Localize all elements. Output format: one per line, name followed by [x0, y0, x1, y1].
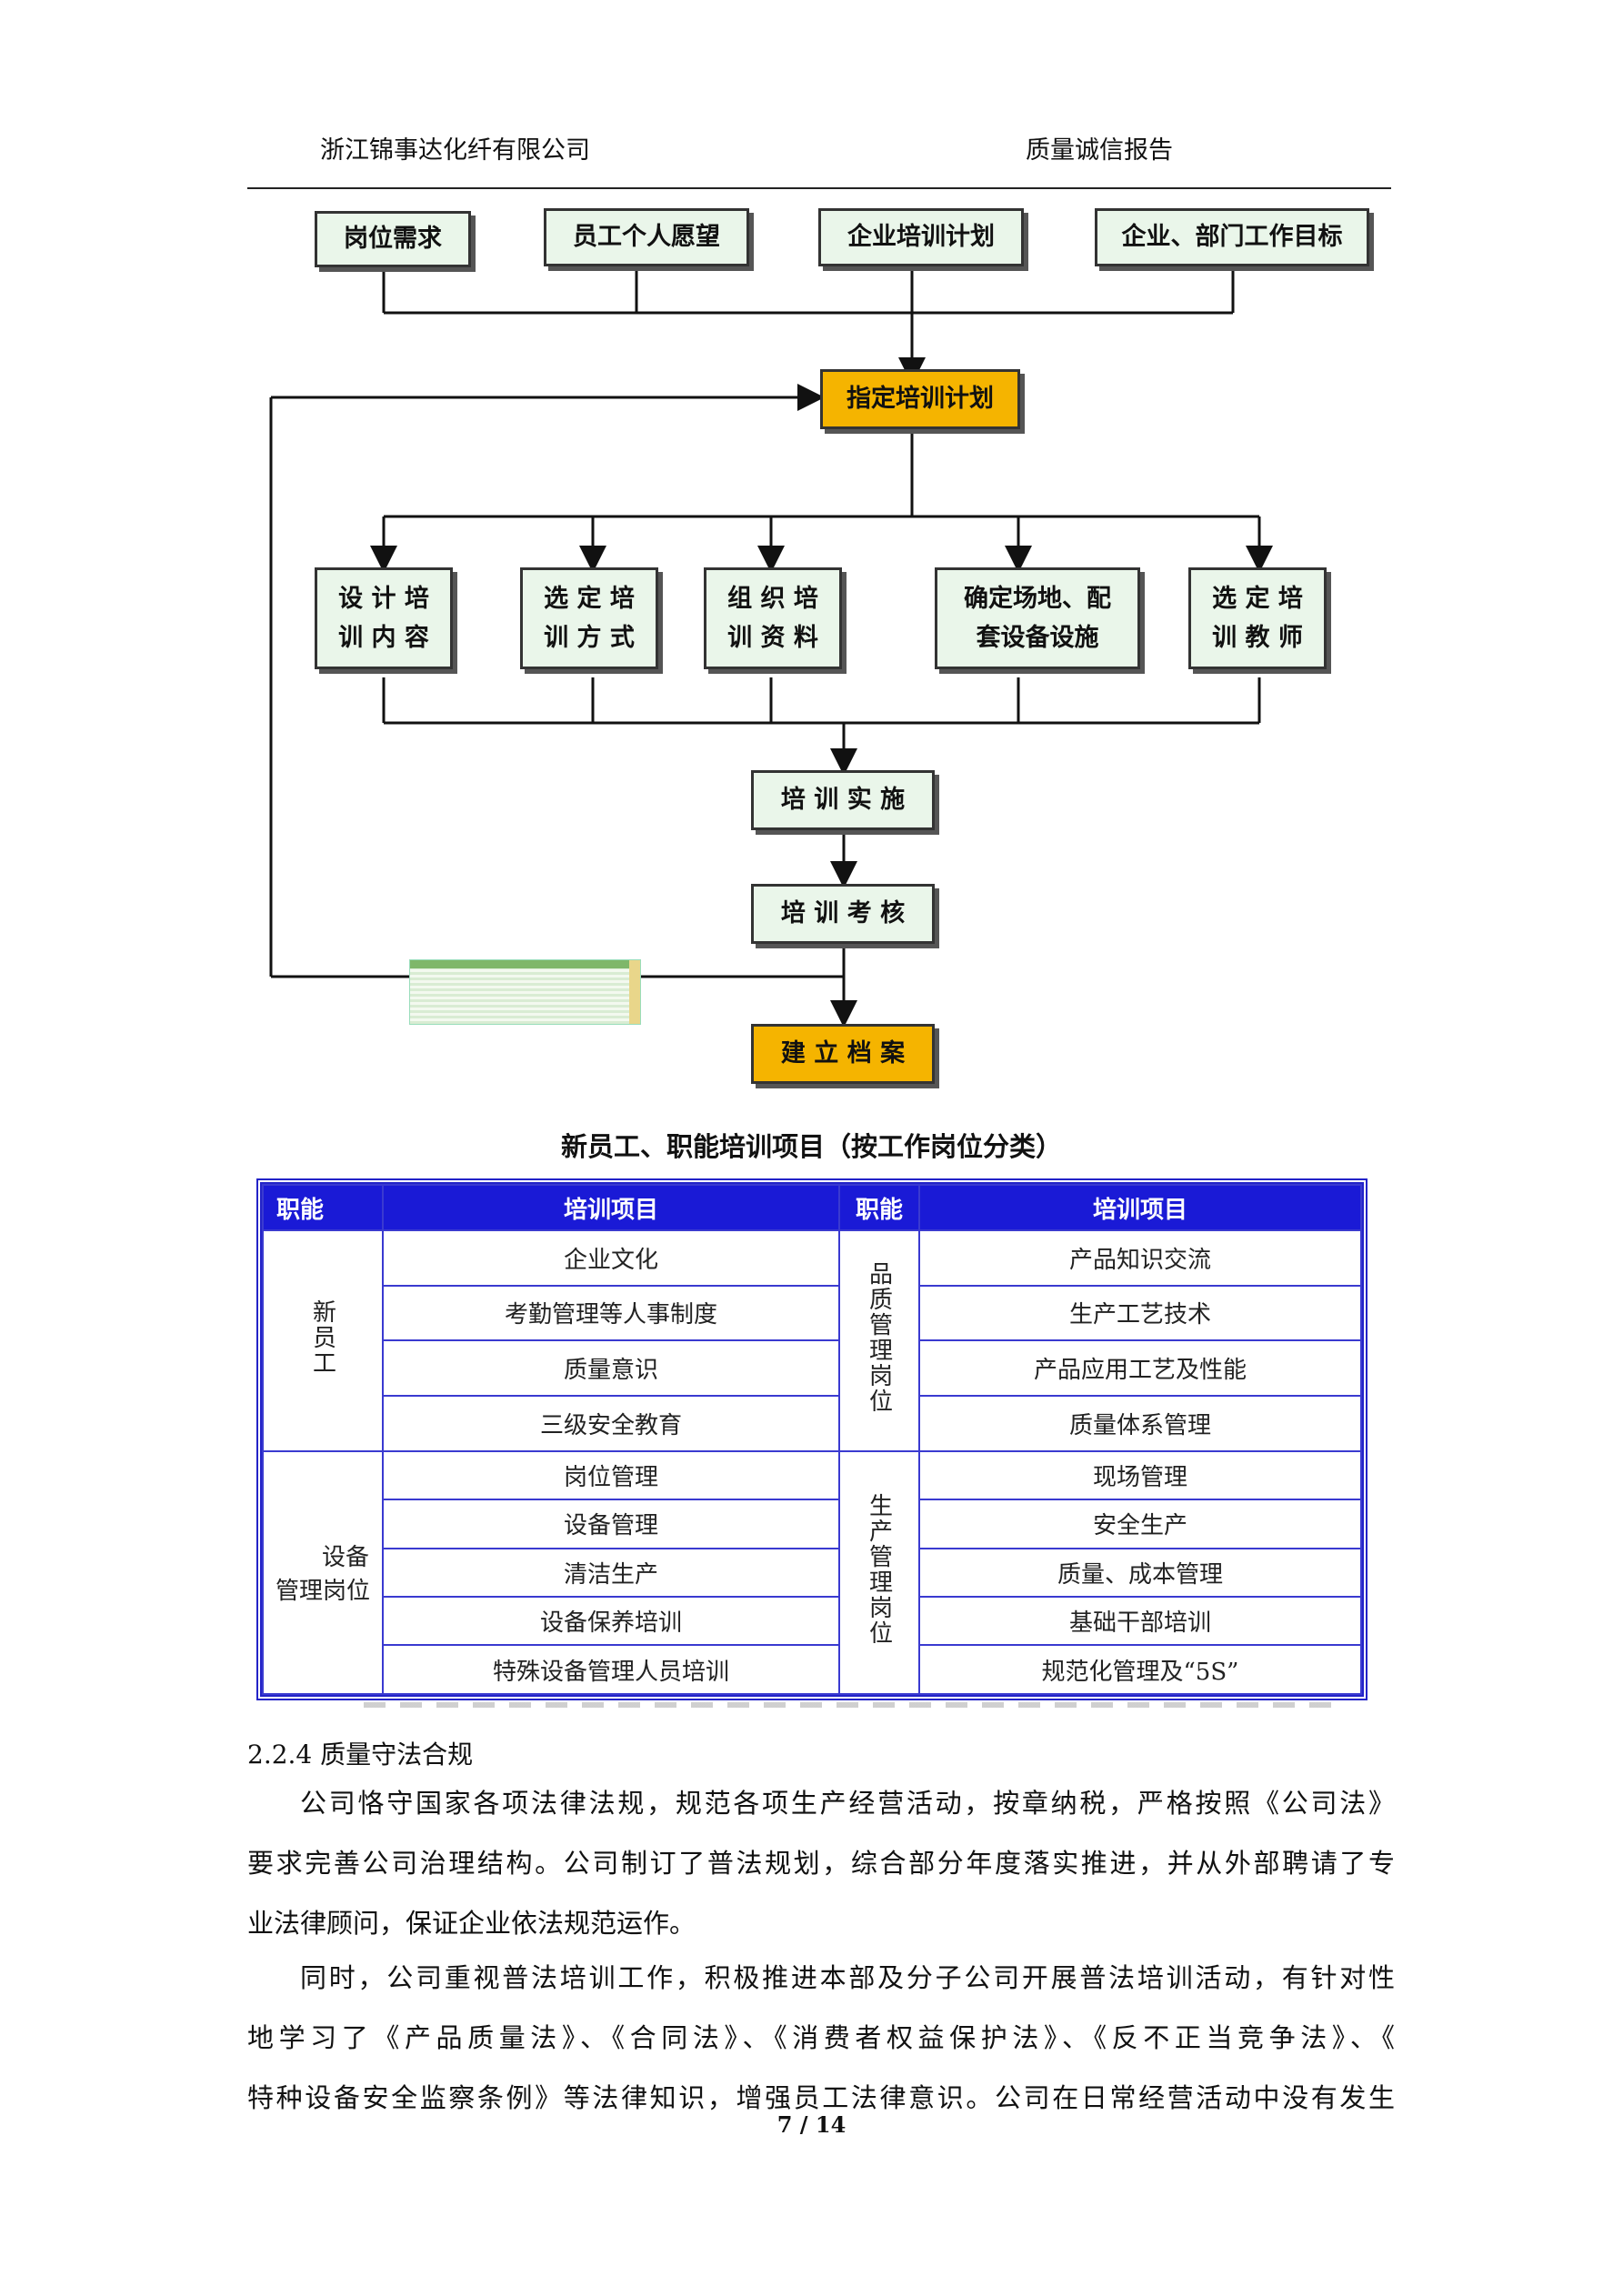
section-heading: 2.2.4 质量守法合规	[247, 1740, 474, 1770]
table-caption: 新员工、职能培训项目（按工作岗位分类）	[560, 1131, 1062, 1162]
table-cell: 规范化管理及“5S”	[918, 1644, 1362, 1695]
table-row: 新员工 企业文化 品质管理岗位 产品知识交流	[262, 1229, 1362, 1452]
header-role-left: 职能	[262, 1184, 384, 1231]
header-report-title: 质量诚信报告	[1026, 136, 1173, 165]
role-quality-management: 品质管理岗位	[838, 1229, 920, 1452]
table-cell: 产品知识交流	[918, 1229, 1362, 1287]
flow-box-prep-3: 组 织 培 训 资 料	[704, 567, 842, 669]
spreadsheet-thumbnail-image	[409, 959, 641, 1025]
header-items-left: 培训项目	[382, 1184, 840, 1231]
header-items-right: 培训项目	[918, 1184, 1362, 1231]
header-company: 浙江锦事达化纤有限公司	[320, 136, 590, 165]
flow-box-plan: 指定培训计划	[820, 369, 1020, 429]
table-row: 特殊设备管理人员培训 规范化管理及“5S”	[263, 1644, 1362, 1695]
role-line-2: 管理岗位	[275, 1578, 370, 1606]
flow-box-input-2: 员工个人愿望	[544, 208, 749, 266]
role-equipment-management: 设备 管理岗位	[262, 1449, 384, 1696]
flow-box-assess: 培 训 考 核	[751, 884, 935, 944]
flow-box-prep-1: 设 计 培 训 内 容	[315, 567, 453, 669]
table-cell: 清洁生产	[382, 1547, 840, 1598]
paragraph-line: 同时，公司重视普法培训工作，积极推进本部及分子公司开展普法培训活动，有针对性	[300, 1962, 1395, 1993]
table-row: 清洁生产 质量、成本管理	[263, 1547, 1362, 1598]
paragraph-line: 地学习了《产品质量法》、《合同法》、《消费者权益保护法》、《反不正当竞争法》、《	[247, 2022, 1395, 2053]
flow-box-input-1: 岗位需求	[315, 211, 471, 267]
table-header-row: 职能 培训项目 职能 培训项目	[262, 1184, 1362, 1231]
paragraph-line: 公司恪守国家各项法律法规，规范各项生产经营活动，按章纳税，严格按照《公司法》	[300, 1788, 1395, 1819]
flow-box-implement: 培 训 实 施	[751, 770, 935, 830]
paragraph-2: 同时，公司重视普法培训工作，积极推进本部及分子公司开展普法培训活动，有针对性 地…	[247, 1948, 1395, 2128]
table-cell: 现场管理	[918, 1449, 1362, 1501]
flow-box-input-4: 企业、部门工作目标	[1095, 208, 1369, 266]
paragraph-line: 业法律顾问，保证企业依法规范运作。	[247, 1908, 696, 1939]
header-role-right: 职能	[838, 1184, 920, 1231]
paragraph-1: 公司恪守国家各项法律法规，规范各项生产经营活动，按章纳税，严格按照《公司法》 要…	[247, 1773, 1395, 1953]
table-cell: 设备保养培训	[382, 1595, 840, 1647]
table-cell: 企业文化	[382, 1229, 840, 1287]
table-cell: 质量体系管理	[918, 1394, 1362, 1452]
training-table: 职能 培训项目 职能 培训项目 新员工 企业文化 品质管理岗位 产品知识交流 考…	[256, 1178, 1368, 1700]
role-new-employee: 新员工	[262, 1229, 384, 1452]
table-row: 设备保养培训 基础干部培训	[263, 1595, 1362, 1647]
table-cell: 基础干部培训	[918, 1595, 1362, 1647]
table-cell: 设备管理	[382, 1499, 840, 1549]
cropped-text-artifact	[364, 1702, 1346, 1708]
role-production-management: 生产管理岗位	[838, 1449, 920, 1696]
flow-box-archive: 建 立 档 案	[751, 1024, 935, 1084]
table-cell: 质量意识	[382, 1339, 840, 1397]
table-cell: 三级安全教育	[382, 1394, 840, 1452]
role-line-1: 设备	[321, 1544, 369, 1572]
flow-box-input-3: 企业培训计划	[818, 208, 1024, 266]
paragraph-line: 特种设备安全监察条例》等法律知识，增强员工法律意识。公司在日常经营活动中没有发生	[247, 2082, 1395, 2113]
table-cell: 岗位管理	[382, 1449, 840, 1501]
table-cell: 特殊设备管理人员培训	[382, 1644, 840, 1695]
header-rule	[247, 187, 1391, 189]
flow-box-prep-4: 确定场地、配 套设备设施	[935, 567, 1140, 669]
table-row: 设备管理 安全生产	[263, 1499, 1362, 1549]
table-cell: 安全生产	[918, 1499, 1362, 1549]
table-cell: 质量、成本管理	[918, 1547, 1362, 1598]
table-row: 设备 管理岗位 岗位管理 生产管理岗位 现场管理	[262, 1449, 1362, 1696]
flowchart-connectors	[269, 266, 1273, 1028]
table-cell: 考勤管理等人事制度	[382, 1284, 840, 1342]
table-cell: 产品应用工艺及性能	[918, 1339, 1362, 1397]
table-cell: 生产工艺技术	[918, 1284, 1362, 1342]
flow-box-prep-5: 选 定 培 训 教 师	[1188, 567, 1327, 669]
page-number: 7 / 14	[776, 2111, 847, 2138]
flow-box-prep-2: 选 定 培 训 方 式	[520, 567, 658, 669]
table-row: 三级安全教育 质量体系管理	[263, 1394, 1362, 1452]
paragraph-line: 要求完善公司治理结构。公司制订了普法规划，综合部分年度落实推进，并从外部聘请了专	[247, 1848, 1395, 1879]
table-row: 质量意识 产品应用工艺及性能	[263, 1339, 1362, 1397]
table-row: 考勤管理等人事制度 生产工艺技术	[263, 1284, 1362, 1342]
